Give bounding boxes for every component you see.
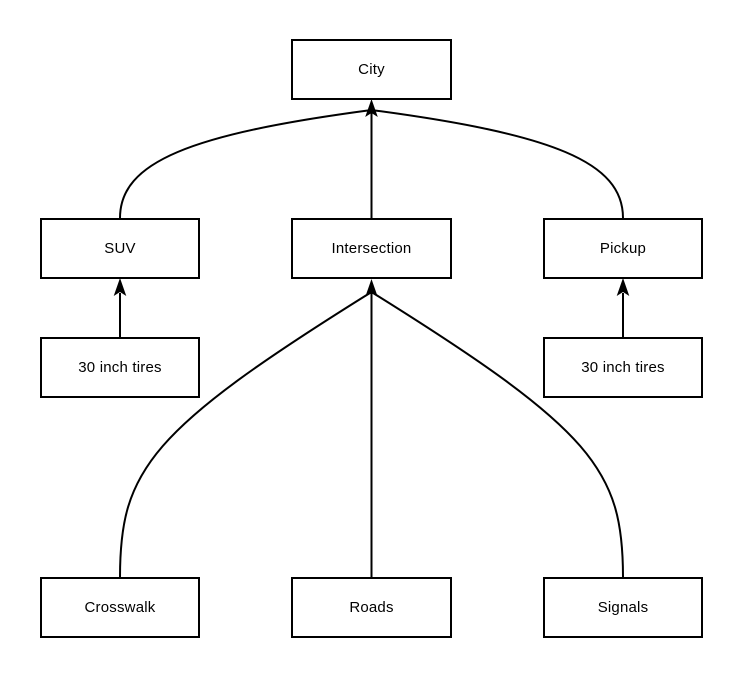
node-intersection-label: Intersection xyxy=(331,240,412,257)
edge-signals-to-intersection xyxy=(370,291,624,578)
node-crosswalk: Crosswalk xyxy=(40,577,200,638)
node-tires-left: 30 inch tires xyxy=(40,337,200,398)
edge-suv-to-city xyxy=(119,109,372,219)
node-signals: Signals xyxy=(543,577,703,638)
node-city: City xyxy=(291,39,452,100)
node-crosswalk-label: Crosswalk xyxy=(84,599,156,616)
node-pickup-label: Pickup xyxy=(599,240,647,257)
node-intersection: Intersection xyxy=(291,218,452,279)
node-tires-right-label: 30 inch tires xyxy=(581,359,665,376)
arrowhead-intersection xyxy=(365,279,378,297)
node-tires-right: 30 inch tires xyxy=(543,337,703,398)
node-pickup: Pickup xyxy=(543,218,703,279)
edge-pickup-to-city xyxy=(371,109,624,219)
node-city-label: City xyxy=(358,61,385,78)
node-suv: SUV xyxy=(40,218,200,279)
node-roads: Roads xyxy=(291,577,452,638)
node-suv-label: SUV xyxy=(104,240,136,257)
arrowhead-city xyxy=(365,99,378,117)
node-roads-label: Roads xyxy=(349,599,394,616)
edge-crosswalk-to-intersection xyxy=(119,291,373,578)
node-tires-left-label: 30 inch tires xyxy=(78,359,162,376)
node-signals-label: Signals xyxy=(597,599,649,616)
arrowhead-suv xyxy=(113,278,127,296)
arrowhead-pickup xyxy=(616,278,630,296)
